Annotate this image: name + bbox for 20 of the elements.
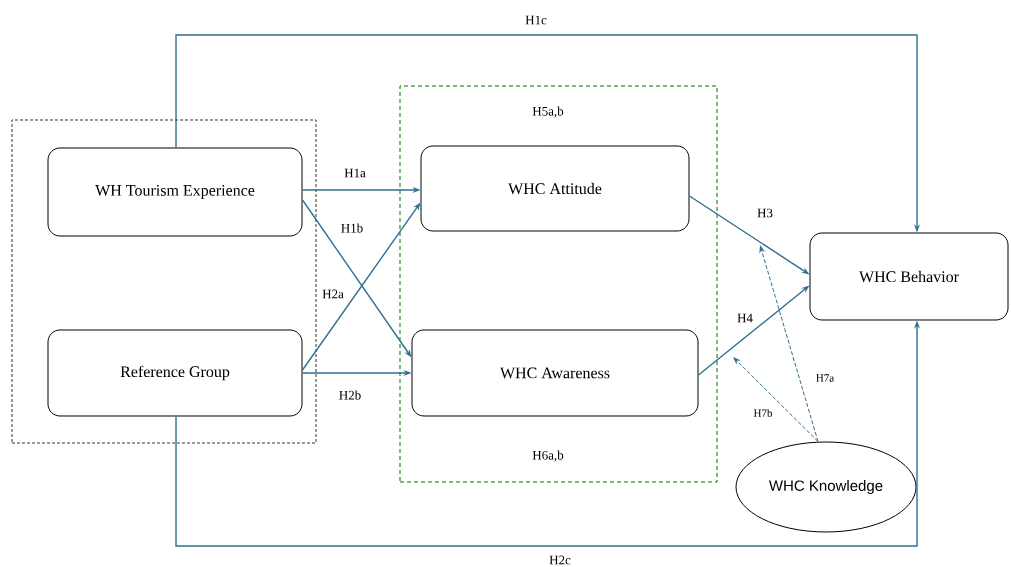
hypothesis-label: H5a,b [532, 106, 564, 118]
edge-label: H1b [339, 222, 365, 234]
construct-box: Reference Group [47, 329, 303, 417]
edge-label: H2b [337, 389, 363, 401]
edge-label: H2a [321, 288, 345, 300]
edge-label: H7b [752, 408, 774, 418]
edge-label: H2c [548, 554, 572, 566]
arrow [733, 357, 819, 442]
edge-label: H4 [736, 312, 754, 324]
edge-label: H3 [756, 207, 774, 219]
arrow [759, 245, 819, 442]
construct-box: WH Tourism Experience [47, 147, 303, 237]
group-box [11, 119, 317, 444]
edge-label: H7a [814, 373, 836, 383]
edge-label: H1c [524, 14, 548, 26]
edge-label: H1a [343, 167, 367, 179]
hypothesis-label: H6a,b [532, 450, 564, 462]
construct-box: WHC Attitude [420, 145, 690, 232]
construct-box: WHC Awareness [411, 329, 699, 417]
construct-box: WHC Behavior [809, 232, 1009, 321]
